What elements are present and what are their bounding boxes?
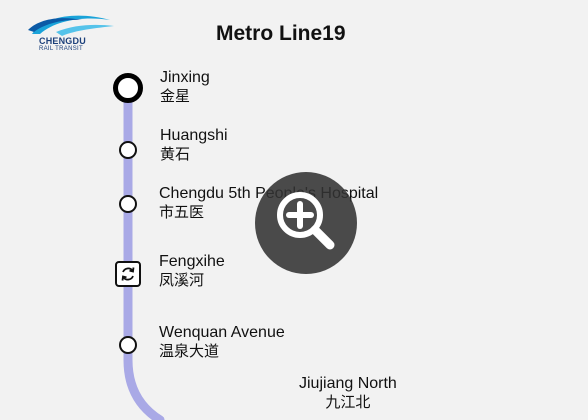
station-name-cn: 市五医 — [159, 204, 205, 221]
station-name-cn: 温泉大道 — [159, 343, 220, 360]
station-label-jiujiang-north[interactable]: Jiujiang North 九江北 — [299, 374, 397, 413]
station-marker-fengxihe-interchange[interactable] — [115, 261, 141, 287]
zoom-in-button[interactable] — [255, 172, 357, 274]
zoom-in-icon — [277, 192, 335, 250]
station-label-huangshi[interactable]: Huangshi 黄石 — [160, 126, 228, 165]
chengdu-rail-transit-logo: CHENGDU RAIL TRANSIT — [26, 10, 116, 54]
station-name-en: Jiujiang North — [299, 375, 397, 392]
interchange-icon — [121, 267, 135, 281]
station-name-en: Wenquan Avenue — [159, 324, 285, 341]
station-name-cn: 金星 — [160, 88, 191, 105]
station-marker-wenquan-avenue[interactable] — [119, 336, 137, 354]
logo-swoosh-icon — [28, 15, 114, 36]
station-label-wenquan-avenue[interactable]: Wenquan Avenue 温泉大道 — [159, 323, 285, 362]
logo-subtitle: RAIL TRANSIT — [39, 46, 83, 52]
station-name-cn: 黄石 — [160, 146, 191, 163]
page-title: Metro Line19 — [216, 22, 346, 45]
station-name-en: Huangshi — [160, 127, 228, 144]
station-name-cn: 凤溪河 — [159, 272, 205, 289]
station-label-fengxihe[interactable]: Fengxihe 凤溪河 — [159, 252, 225, 291]
station-marker-jinxing-terminus[interactable] — [113, 73, 143, 103]
station-name-en: Jinxing — [160, 69, 210, 86]
logo-name: CHENGDU — [39, 36, 86, 46]
station-marker-huangshi[interactable] — [119, 141, 137, 159]
station-name-en: Fengxihe — [159, 253, 225, 270]
station-marker-chengdu-5th-hospital[interactable] — [119, 195, 137, 213]
station-label-jinxing[interactable]: Jinxing 金星 — [160, 68, 210, 107]
station-name-cn: 九江北 — [325, 394, 371, 411]
